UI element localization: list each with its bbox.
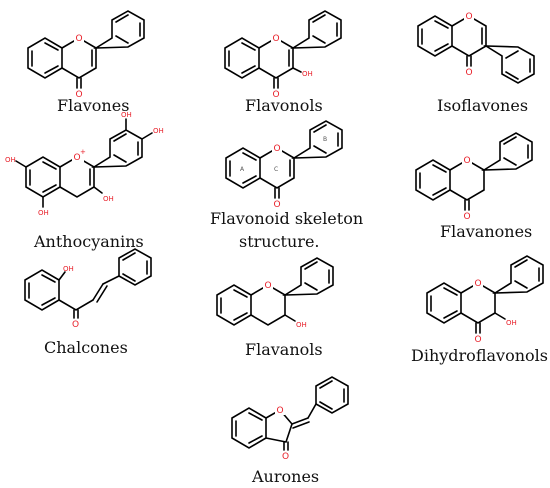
ring-oxygen-label: O	[277, 406, 284, 416]
flavonols-caption: Flavonols	[245, 96, 323, 115]
flavanols-structure: O OH	[216, 257, 334, 329]
ring-a-label: A	[240, 166, 245, 173]
isoflavones-structure: O O	[417, 10, 535, 84]
chalcones-caption: Chalcones	[44, 338, 128, 357]
carbonyl-oxygen-label: O	[282, 452, 289, 462]
isoflavones-caption: Isoflavones	[437, 96, 528, 115]
hydroxyl-label: OH	[63, 265, 74, 273]
ring-c-label: C	[274, 166, 278, 173]
carbonyl-oxygen-label: O	[466, 68, 473, 78]
hydroxyl-label: OH	[506, 319, 517, 327]
hydroxyl-label: OH	[302, 70, 313, 78]
ring-oxygen-label: O	[464, 156, 471, 166]
flavanones-caption: Flavanones	[440, 222, 532, 241]
ring-oxygen-label: O	[274, 144, 281, 154]
oxonium-charge: +	[80, 148, 86, 156]
flavanols-caption: Flavanols	[245, 340, 323, 359]
skeleton-structure: O O A C B	[225, 120, 343, 210]
carbonyl-oxygen-label: O	[72, 320, 79, 330]
hydroxyl-label: OH	[121, 111, 132, 119]
skeleton-caption-line-2: structure.	[239, 232, 320, 251]
skeleton-caption-line-1: Flavonoid skeleton	[210, 209, 363, 228]
flavones-caption: Flavones	[57, 96, 129, 115]
hydroxyl-label: OH	[5, 156, 16, 164]
aurones-structure: O O	[231, 376, 349, 462]
dihydroflavonols-caption: Dihydroflavonols	[411, 346, 548, 365]
anthocyanins-structure: O + OH OH OH OH OH	[5, 111, 164, 217]
dihydroflavonols-structure: O O OH	[426, 255, 544, 345]
aurones-caption: Aurones	[251, 467, 319, 486]
ring-oxygen-label: O	[273, 34, 280, 44]
ring-oxygen-label: O	[76, 34, 83, 44]
hydroxyl-label: OH	[103, 195, 114, 203]
carbonyl-oxygen-label: O	[475, 335, 482, 345]
carbonyl-oxygen-label: O	[274, 200, 281, 210]
flavanones-structure: O O	[415, 132, 533, 222]
flavonols-structure: O O OH	[224, 10, 342, 100]
carbonyl-oxygen-label: O	[76, 90, 83, 100]
hydroxyl-label: OH	[153, 127, 164, 135]
anthocyanins-caption: Anthocyanins	[33, 232, 144, 251]
ring-oxygen-label: O	[265, 281, 272, 291]
carbonyl-oxygen-label: O	[273, 90, 280, 100]
hydroxyl-label: OH	[38, 209, 49, 217]
ring-oxygen-label: O	[466, 12, 473, 22]
flavones-structure: O O	[27, 10, 145, 100]
ring-b-label: B	[323, 136, 327, 143]
carbonyl-oxygen-label: O	[464, 212, 471, 222]
hydroxyl-label: OH	[296, 321, 307, 329]
ring-oxygen-label: O	[475, 279, 482, 289]
oxonium-label: O	[74, 153, 81, 163]
chalcones-structure: OH O	[24, 248, 152, 330]
